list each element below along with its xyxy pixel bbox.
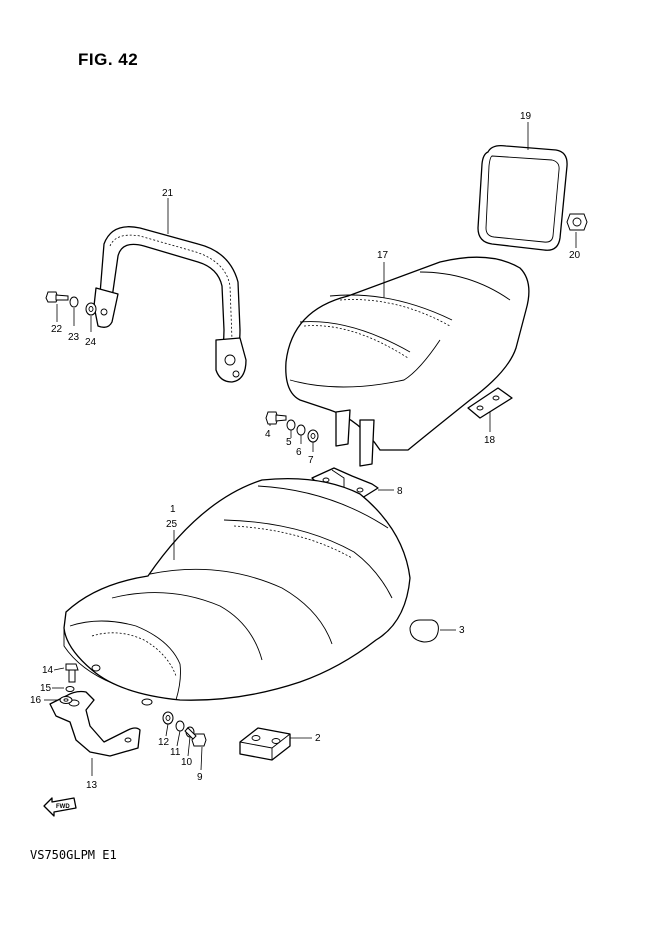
callout-23: 23 <box>68 332 80 343</box>
seat-mount-pin <box>91 664 153 706</box>
callout-22: 22 <box>51 324 63 335</box>
washer-16 <box>59 696 73 704</box>
callout-14: 14 <box>42 665 54 676</box>
cushion-18 <box>467 387 513 419</box>
washer-12 <box>162 711 174 725</box>
callout-4: 4 <box>265 429 271 440</box>
callout-1: 1 <box>170 504 176 515</box>
model-code: VS750GLPM E1 <box>30 848 117 862</box>
callout-16: 16 <box>30 695 42 706</box>
cushion-2 <box>239 727 291 761</box>
fwd-label: FWD <box>56 804 70 810</box>
nut-20 <box>566 213 588 231</box>
callout-5: 5 <box>286 437 292 448</box>
callout-20: 20 <box>569 250 581 261</box>
bolt-22 <box>45 291 69 303</box>
washer-5 <box>286 419 296 431</box>
bolt-14 <box>65 663 79 683</box>
callout-21: 21 <box>162 188 174 199</box>
main-seat <box>63 478 411 701</box>
rear-seat <box>285 256 530 467</box>
grab-strap <box>93 226 247 383</box>
callout-25: 25 <box>166 519 178 530</box>
bracket-13 <box>49 690 141 757</box>
fwd-arrow-icon: FWD <box>43 797 77 817</box>
callout-2: 2 <box>315 733 321 744</box>
backrest-pad <box>477 144 568 251</box>
bolt-9 <box>184 727 207 747</box>
washer-11 <box>175 720 185 732</box>
washer-15 <box>65 686 75 692</box>
callout-19: 19 <box>520 111 532 122</box>
callout-17: 17 <box>377 250 389 261</box>
bolt-4 <box>265 411 287 425</box>
callout-11: 11 <box>170 747 181 758</box>
figure-title: FIG. 42 <box>78 50 139 69</box>
callout-10: 10 <box>181 757 193 768</box>
washer-23 <box>69 296 79 308</box>
callout-9: 9 <box>197 772 203 783</box>
callout-24: 24 <box>85 337 97 348</box>
callout-3: 3 <box>459 625 465 636</box>
washer-7 <box>307 429 319 443</box>
callout-7: 7 <box>308 455 314 466</box>
callout-8: 8 <box>397 486 403 497</box>
grommet-3 <box>409 619 439 643</box>
callout-18: 18 <box>484 435 496 446</box>
callout-13: 13 <box>86 780 98 791</box>
washer-24 <box>85 302 97 316</box>
callout-6: 6 <box>296 447 302 458</box>
callout-12: 12 <box>158 737 170 748</box>
callout-15: 15 <box>40 683 52 694</box>
callouts: 19 20 21 22 23 24 17 18 4 5 6 7 8 1 25 3… <box>30 111 581 791</box>
leader-lines <box>44 122 577 776</box>
washer-6 <box>296 424 306 436</box>
